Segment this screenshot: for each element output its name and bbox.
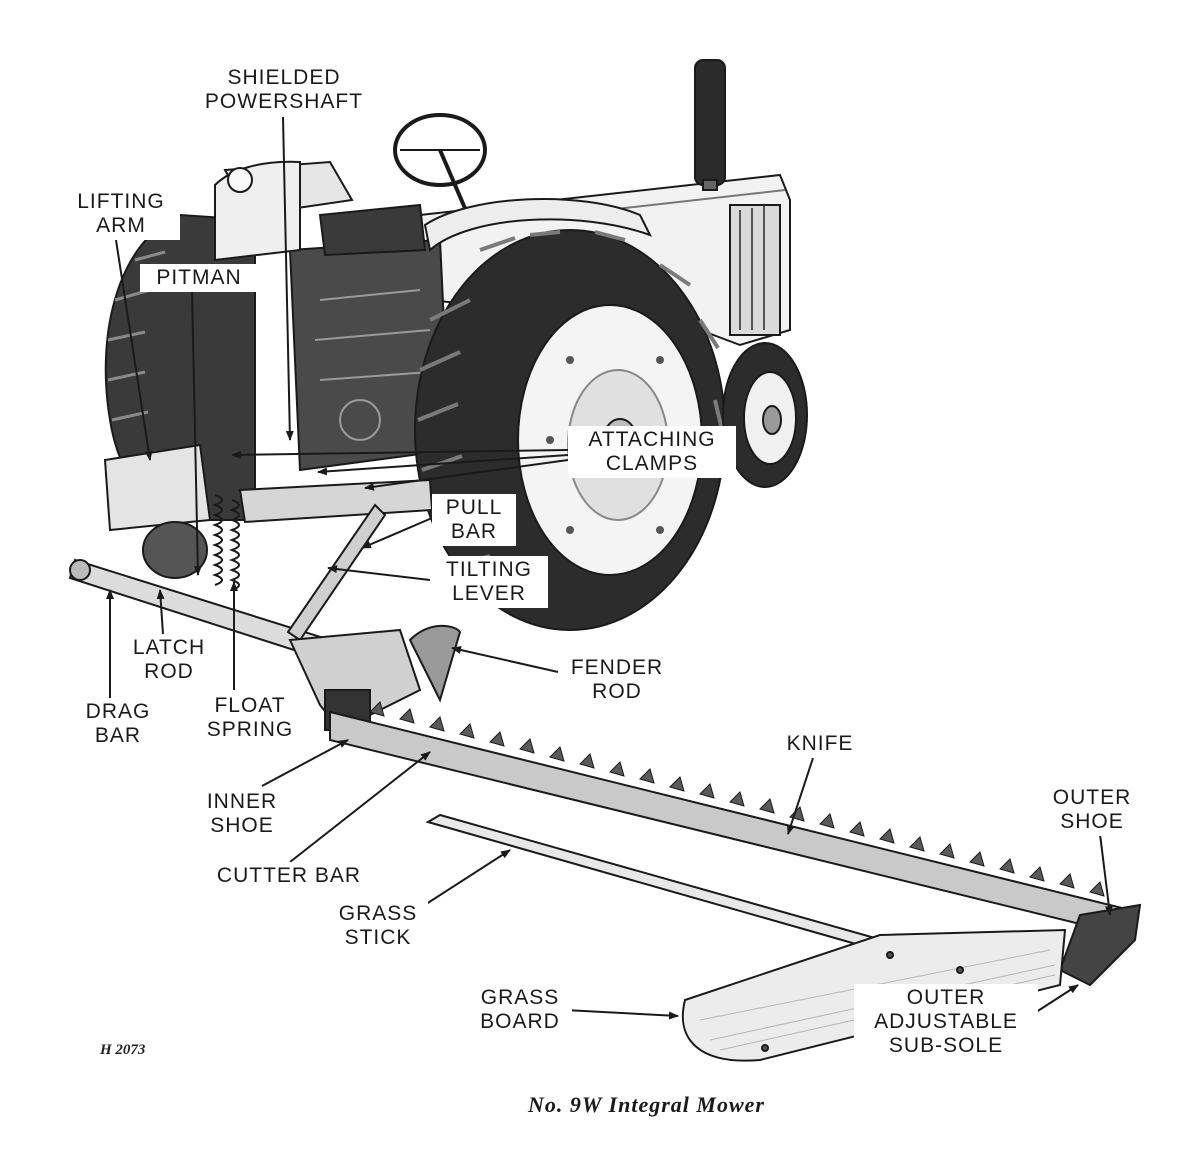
outer-shoe-part	[1058, 903, 1142, 987]
label-outer-shoe: OUTER SHOE	[1036, 784, 1148, 836]
leader-pull-bar	[361, 517, 433, 549]
rear-right-tire-treads	[417, 230, 724, 567]
leader-grass-board	[564, 1009, 679, 1020]
fender-rod-part	[408, 624, 462, 703]
lifting-arm-bracket	[103, 443, 212, 532]
grille	[729, 204, 781, 336]
figure-code: H 2073	[100, 1042, 146, 1058]
knife-guards	[369, 701, 1105, 897]
exhaust-stack	[694, 59, 726, 186]
steering-wheel	[393, 113, 487, 187]
leader-latch-rod	[156, 589, 165, 635]
leader-lines	[106, 116, 1113, 1020]
figure-caption: No. 9W Integral Mower	[528, 1092, 765, 1117]
leader-attaching-clamps-3	[364, 459, 569, 491]
leader-knife	[787, 757, 814, 835]
label-shielded-powershaft: SHIELDED POWERSHAFT	[190, 64, 378, 116]
leader-shielded-powershaft	[282, 116, 294, 441]
label-attaching-clamps: ATTACHING CLAMPS	[568, 426, 736, 478]
leader-attaching-clamps-1	[231, 449, 569, 459]
label-pitman: PITMAN	[140, 264, 258, 292]
hitch-frame	[238, 478, 434, 524]
leader-grass-stick	[419, 849, 511, 909]
leader-pitman	[191, 289, 202, 576]
leader-lifting-arm	[115, 239, 153, 461]
label-grass-stick: GRASS STICK	[328, 900, 428, 952]
label-drag-bar: DRAG BAR	[74, 698, 162, 750]
label-latch-rod: LATCH ROD	[120, 634, 218, 686]
leader-outer-sub-sole	[1029, 984, 1079, 1017]
label-grass-board: GRASS BOARD	[468, 984, 572, 1036]
rear-right-fender	[423, 197, 653, 252]
label-knife: KNIFE	[770, 730, 870, 758]
label-outer-adjustable-sub-sole: OUTER ADJUSTABLE SUB-SOLE	[854, 984, 1038, 1060]
leader-tilting-lever	[327, 565, 431, 581]
label-cutter-bar: CUTTER BAR	[198, 862, 380, 890]
leader-inner-shoe	[261, 739, 349, 787]
leader-cutter-bar	[289, 751, 431, 863]
label-inner-shoe: INNER SHOE	[198, 788, 286, 840]
float-spring-coil	[212, 494, 240, 591]
mower	[68, 443, 1142, 1062]
label-float-spring: FLOAT SPRING	[194, 692, 306, 744]
label-tilting-lever: TILTING LEVER	[430, 556, 548, 608]
label-pull-bar: PULL BAR	[432, 494, 516, 546]
label-fender-rod: FENDER ROD	[558, 654, 676, 706]
pitman-wheel	[142, 521, 208, 579]
seat	[318, 203, 427, 257]
label-lifting-arm: LIFTING ARM	[62, 188, 180, 240]
leader-attaching-clamps-2	[317, 454, 569, 476]
leader-fender-rod	[451, 646, 559, 673]
leader-outer-shoe	[1099, 833, 1113, 916]
